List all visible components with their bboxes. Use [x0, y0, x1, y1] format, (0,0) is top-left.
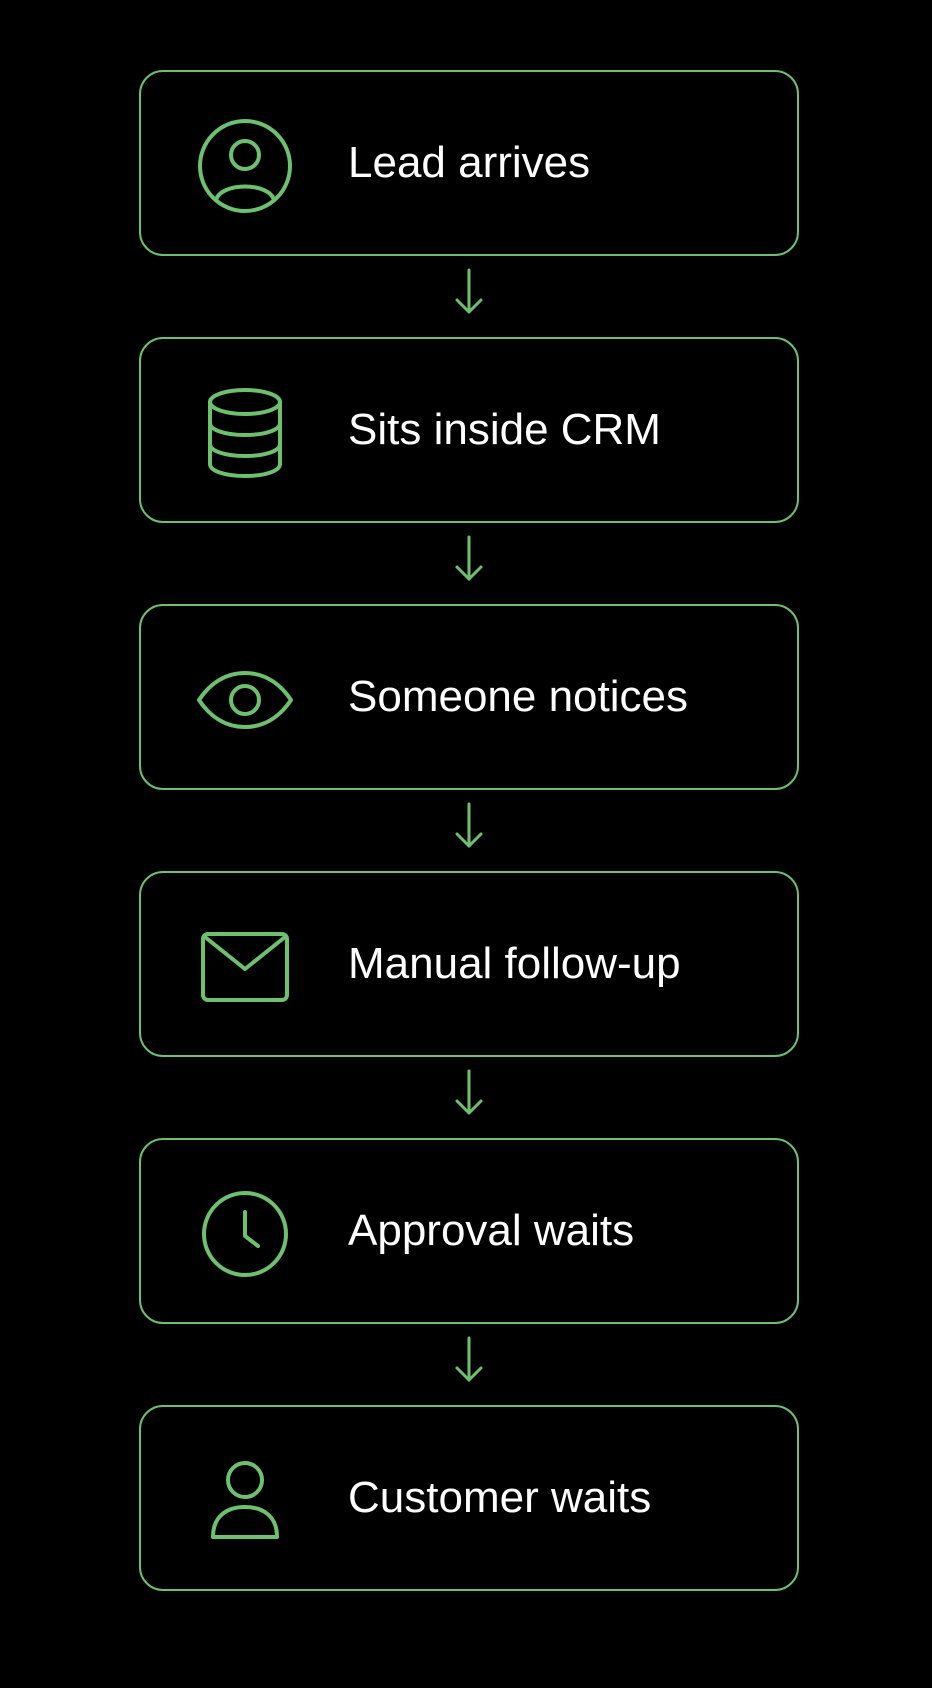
step-label: Approval waits	[348, 1206, 635, 1255]
step-label: Sits inside CRM	[348, 405, 661, 454]
step-approval-waits: Approval waits	[139, 1138, 799, 1324]
user-circle-icon	[197, 118, 293, 214]
connector	[139, 256, 799, 337]
step-manual-follow-up: Manual follow-up	[139, 871, 799, 1057]
database-icon	[197, 385, 293, 481]
arrow-down-icon	[455, 802, 483, 848]
arrow-down-icon	[455, 1069, 483, 1115]
connector	[139, 523, 799, 604]
connector	[139, 1057, 799, 1138]
arrow-down-icon	[455, 535, 483, 581]
step-customer-waits: Customer waits	[139, 1405, 799, 1591]
arrow-down-icon	[455, 1336, 483, 1382]
step-label: Someone notices	[348, 672, 688, 721]
process-flow: Lead arrives Sits inside CRM	[139, 70, 799, 1591]
user-icon	[197, 1453, 293, 1549]
eye-icon	[197, 652, 293, 748]
step-label: Manual follow-up	[348, 939, 681, 988]
step-sits-inside-crm: Sits inside CRM	[139, 337, 799, 523]
mail-icon	[197, 919, 293, 1015]
connector	[139, 1324, 799, 1405]
clock-icon	[197, 1186, 293, 1282]
step-lead-arrives: Lead arrives	[139, 70, 799, 256]
step-someone-notices: Someone notices	[139, 604, 799, 790]
arrow-down-icon	[455, 268, 483, 314]
step-label: Lead arrives	[348, 138, 591, 187]
step-label: Customer waits	[348, 1473, 652, 1522]
connector	[139, 790, 799, 871]
